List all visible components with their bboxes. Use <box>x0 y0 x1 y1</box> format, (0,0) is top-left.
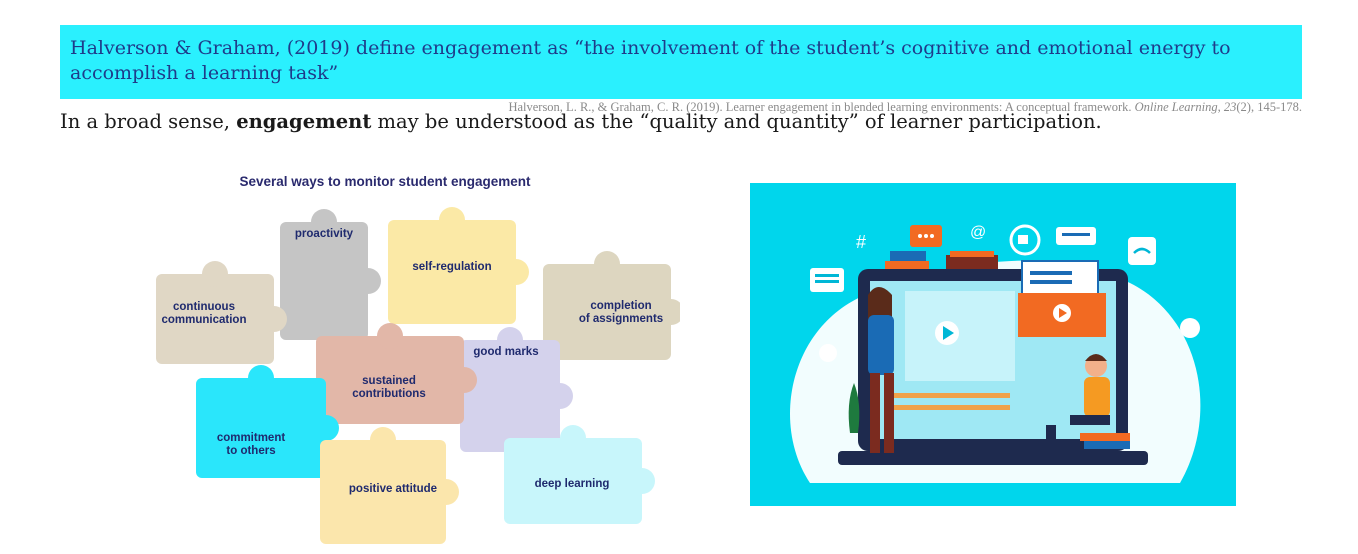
engagement-puzzle: Several ways to monitor student engageme… <box>150 170 684 550</box>
students-illustration: # @ <box>750 183 1236 506</box>
citation: Halverson, L. R., & Graham, C. R. (2019)… <box>508 100 1302 114</box>
citation-volume: 23 <box>1223 100 1237 114</box>
puzzle-piece-positive-attitude: positive attitude <box>320 427 459 544</box>
citation-issue-pages: (2), 145-178. <box>1236 100 1302 114</box>
lightbulb-icon <box>1180 318 1200 338</box>
heart-icon <box>819 344 837 362</box>
puzzle-title: Several ways to monitor student engageme… <box>239 174 531 189</box>
banner-text: Halverson & Graham, (2019) define engage… <box>70 37 1231 84</box>
definition-prefix: In a broad sense, <box>60 110 230 133</box>
at-icon: @ <box>970 224 986 241</box>
wifi-icon <box>1128 237 1156 265</box>
puzzle-piece-self-regulation: self-regulation <box>388 207 529 324</box>
citation-journal: Online Learning <box>1134 100 1218 114</box>
definition-term: engagement <box>236 110 372 133</box>
puzzle-label-proactivity: proactivity <box>295 228 354 240</box>
illustration-graphic: # @ <box>790 224 1201 483</box>
puzzle-label-good-marks: good marks <box>473 346 538 358</box>
engagement-definition: In a broad sense, engagement may be unde… <box>60 110 1102 133</box>
puzzle-piece-good-marks: good marks <box>460 327 573 452</box>
puzzle-piece-deep-learning: deep learning <box>504 425 655 524</box>
video-call-icon <box>1009 224 1041 256</box>
hashtag-icon: # <box>856 232 866 252</box>
definition-suffix: may be understood as the “quality and qu… <box>377 110 1102 133</box>
citation-authors: Halverson, L. R., & Graham, C. R. (2019)… <box>508 100 1132 114</box>
puzzle-piece-proactivity: proactivity <box>280 209 381 340</box>
definition-banner: Halverson & Graham, (2019) define engage… <box>60 25 1302 99</box>
puzzle-label-self-regulation: self-regulation <box>412 261 491 273</box>
puzzle-label-positive-attitude: positive attitude <box>349 483 437 495</box>
puzzle-label-deep-learning: deep learning <box>535 478 610 490</box>
